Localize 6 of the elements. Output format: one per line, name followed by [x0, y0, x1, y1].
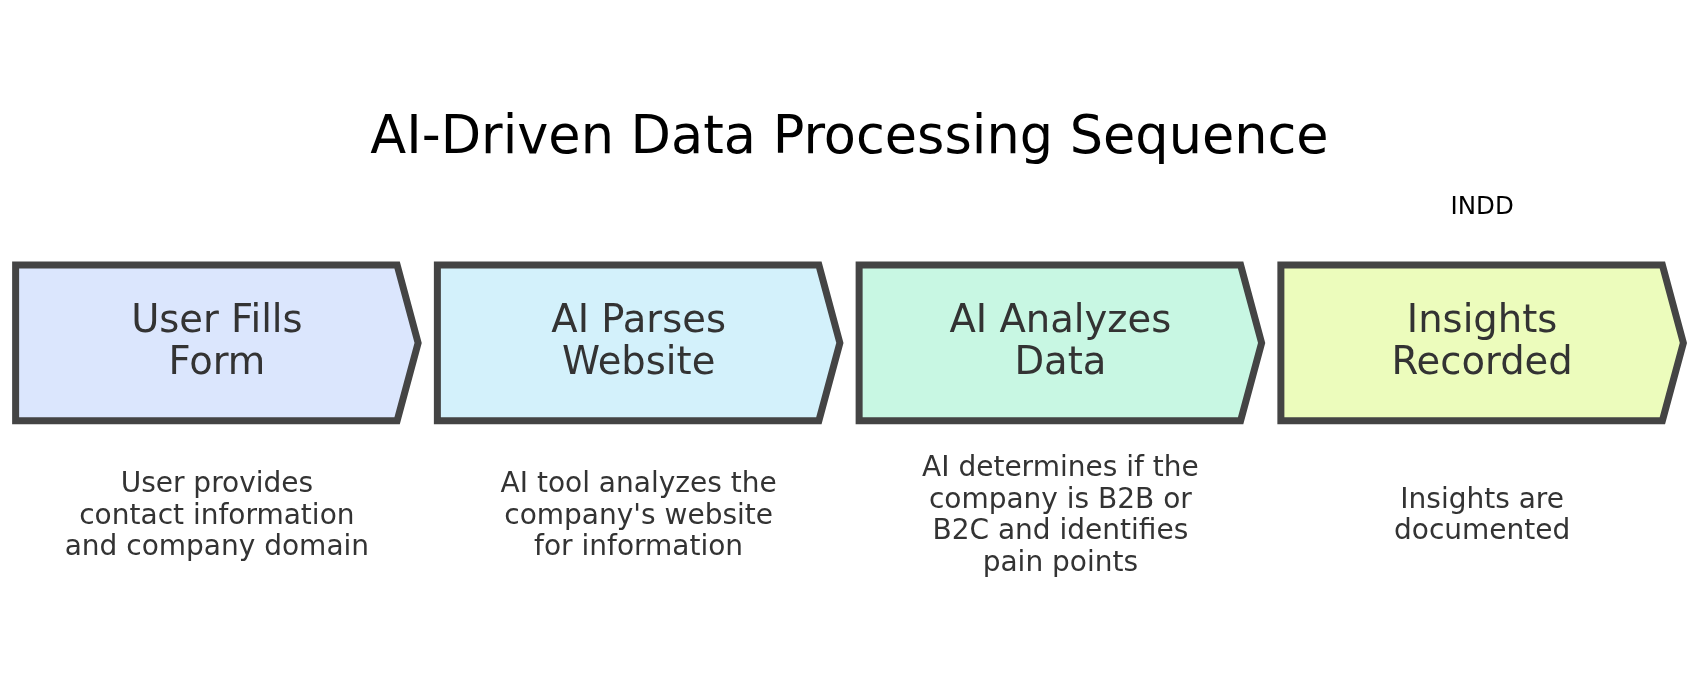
node-label: AI determines if the company is B2B or B2C and identifies pain points: [922, 450, 1199, 578]
label: INDD: [1450, 190, 1514, 220]
diagram-title: AI-Driven Data Processing Sequence: [370, 104, 1329, 165]
node-label: Insights are documented: [1393, 481, 1571, 547]
node-label: User provides contact information and company domain: [64, 466, 370, 563]
node-label: AI tool analyzes the company's website for information: [500, 466, 777, 563]
